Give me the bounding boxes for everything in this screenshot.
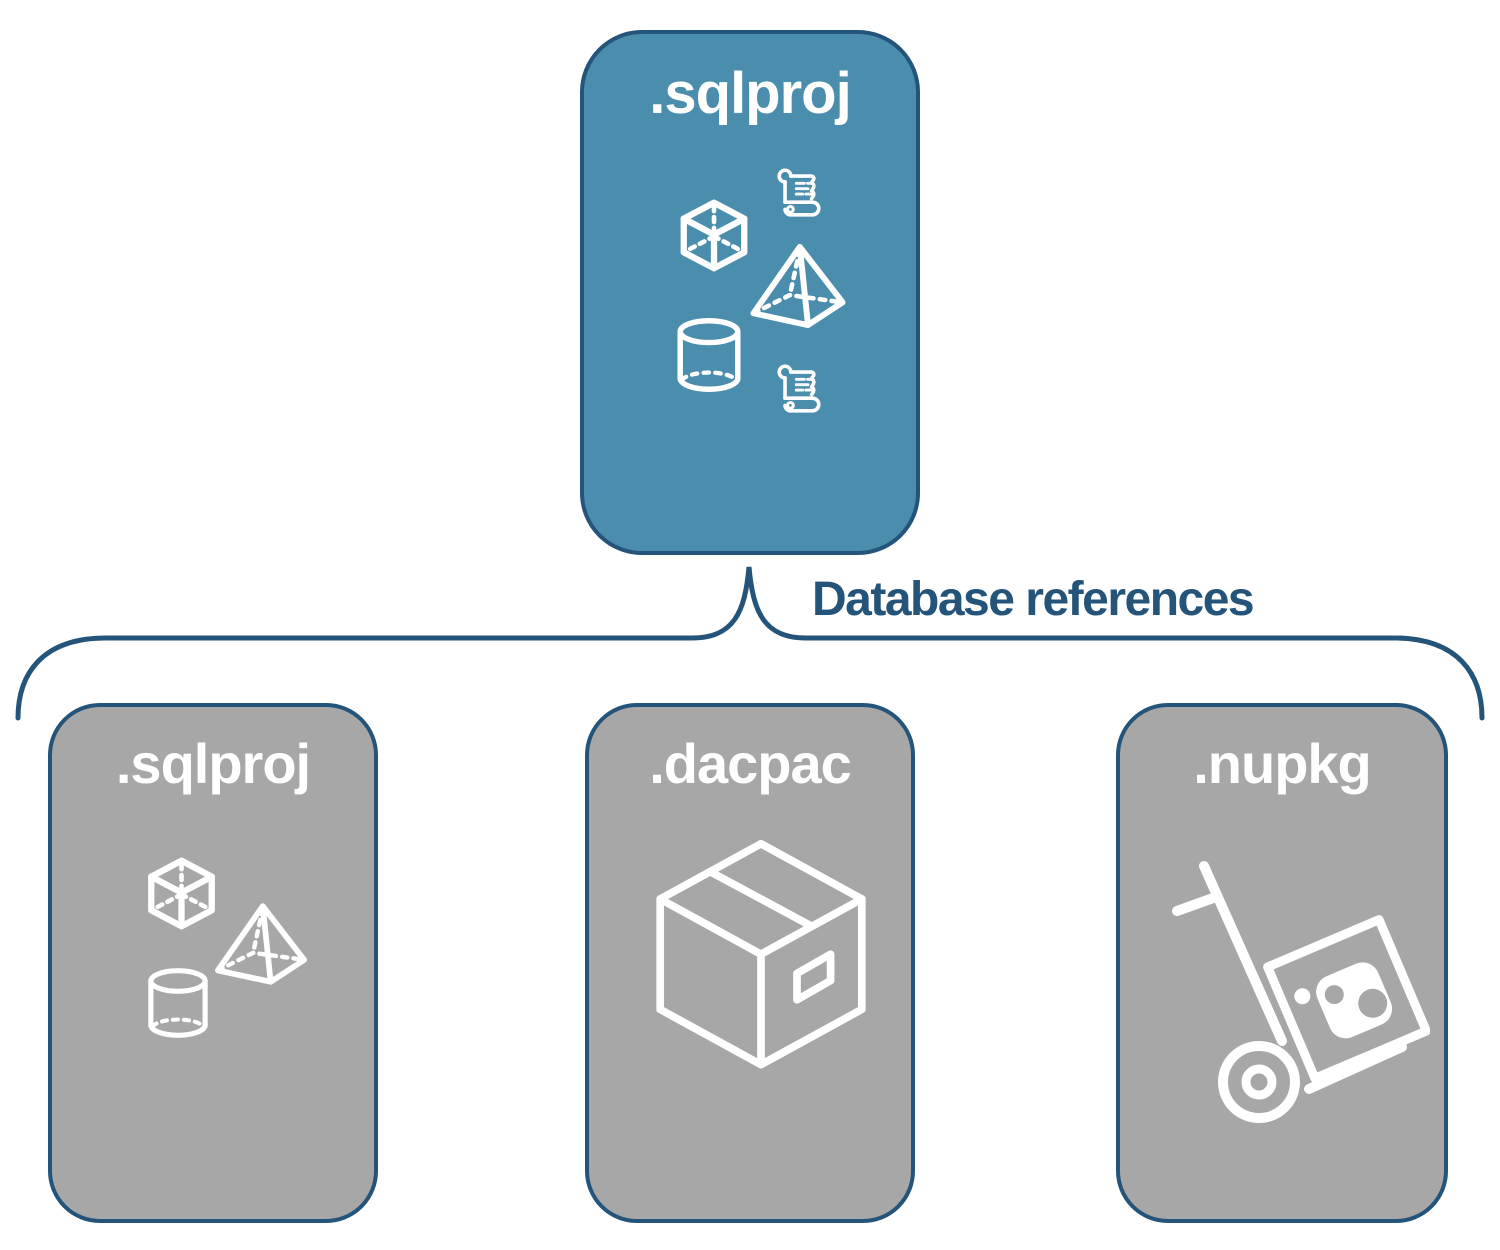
nuget-package xyxy=(1263,915,1430,1083)
cylinder-icon xyxy=(145,965,211,1041)
wheel-hub-icon xyxy=(1241,1064,1277,1100)
node-sqlproj-child: .sqlproj xyxy=(48,703,378,1223)
package-outline xyxy=(1263,915,1430,1083)
hand-truck-nuget-icon xyxy=(1172,861,1430,1123)
node-dacpac-label: .dacpac xyxy=(649,732,852,795)
node-sqlproj-parent-label: .sqlproj xyxy=(649,61,851,126)
pyramid-icon xyxy=(748,240,848,332)
package-box-icon xyxy=(641,825,881,1093)
node-sqlproj-parent: .sqlproj xyxy=(580,30,920,555)
node-dacpac: .dacpac xyxy=(585,703,915,1223)
cube-icon xyxy=(672,196,756,280)
node-nupkg-label: .nupkg xyxy=(1193,732,1372,795)
node-nupkg: .nupkg xyxy=(1116,703,1448,1223)
scroll-icon xyxy=(777,364,821,413)
database-references-label: Database references xyxy=(812,573,1255,626)
pyramid-icon xyxy=(212,900,310,988)
cylinder-icon xyxy=(674,316,744,394)
node-sqlproj-child-label: .sqlproj xyxy=(115,732,311,795)
nuget-logo xyxy=(1316,962,1393,1039)
nuget-logo-hole-small xyxy=(1324,985,1344,1005)
scroll-icon xyxy=(777,168,821,217)
nuget-logo-hole-large xyxy=(1358,988,1388,1018)
hand-truck-frame xyxy=(1172,861,1407,1094)
nuget-logo-dot xyxy=(1294,988,1311,1005)
wheel-icon xyxy=(1218,1041,1300,1123)
